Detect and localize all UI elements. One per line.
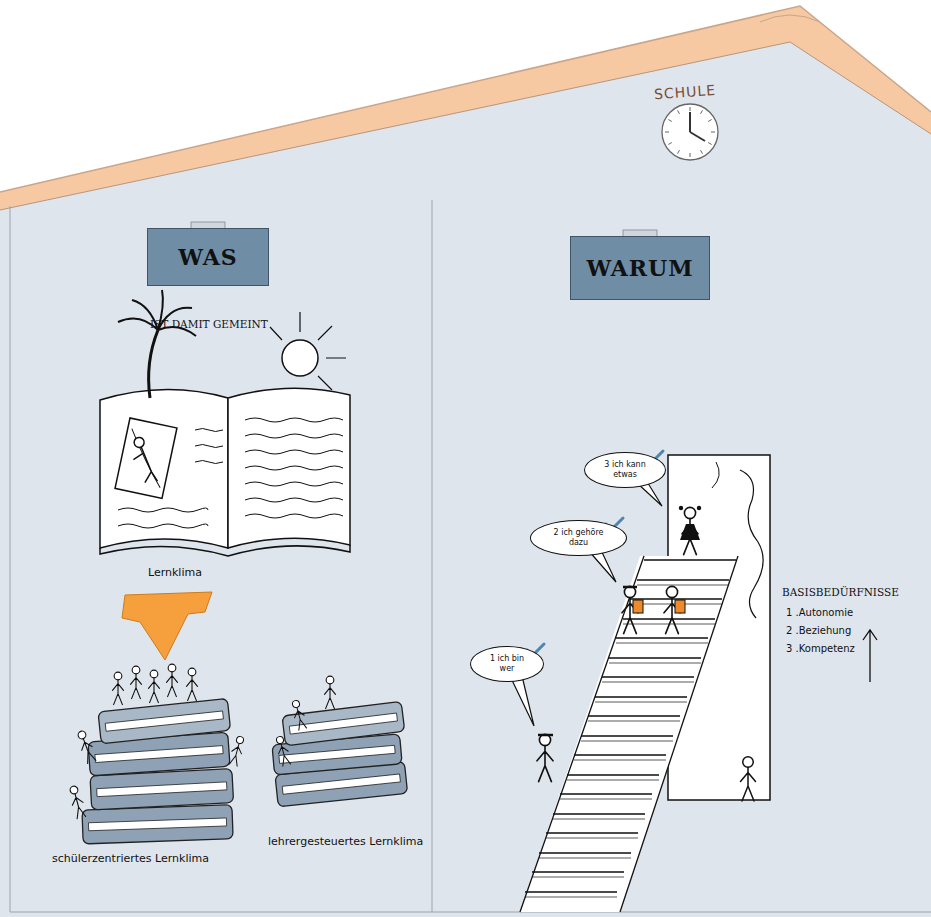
student-centred-book-stack — [95, 746, 223, 763]
climbing-figures — [149, 670, 160, 702]
climbing-figures — [68, 664, 336, 819]
holiday-book — [282, 340, 318, 376]
staircase — [520, 556, 738, 912]
school-building — [0, 6, 931, 917]
holiday-book — [115, 418, 177, 498]
caption-label: Lernklima — [148, 566, 202, 579]
staircase — [620, 556, 738, 912]
bubble-tails — [510, 676, 534, 726]
teacher-led-book-stack — [279, 745, 395, 763]
down-arrow — [122, 592, 212, 660]
student-centred-book-stack — [88, 818, 226, 831]
staircase — [520, 556, 738, 912]
student-centred-book-stack — [82, 698, 234, 844]
holiday-book — [100, 290, 350, 556]
list-item: 2 .Beziehung — [786, 625, 851, 636]
school-building — [0, 42, 931, 210]
student-centred-book-stack — [97, 782, 227, 797]
clock — [662, 104, 718, 160]
up-arrow — [863, 630, 877, 682]
student-centred-book-stack — [82, 805, 233, 844]
down-arrow — [122, 592, 212, 660]
school-building — [432, 200, 433, 912]
building-name: SCHULE — [654, 82, 717, 102]
stair-figures — [675, 600, 685, 613]
clock — [689, 112, 691, 132]
school-building — [760, 15, 820, 22]
caption-label: lehrergesteuertes Lernklima — [268, 835, 423, 848]
holiday-book — [129, 446, 163, 485]
stair-figures — [679, 506, 683, 510]
staircase — [525, 585, 729, 897]
holiday-book — [228, 388, 350, 548]
stair-figures — [741, 757, 756, 801]
up-arrow — [863, 630, 877, 682]
student-centred-book-stack — [98, 698, 231, 743]
speech-bubble: 3 ich kann etwas — [584, 452, 666, 488]
bubble-text: 2 ich gehöre dazu — [548, 528, 610, 547]
climbing-figures — [68, 785, 87, 819]
holiday-book — [115, 418, 177, 498]
teacher-led-book-stack — [282, 701, 405, 745]
teacher-led-book-stack — [289, 713, 397, 734]
climbing-figures — [290, 699, 307, 730]
climbing-figures — [187, 668, 198, 700]
holiday-book — [270, 312, 346, 390]
caption-label: schülerzentriertes Lernklima — [52, 852, 209, 865]
stair-figures — [680, 524, 700, 540]
teacher-led-book-stack — [272, 701, 408, 806]
stair-figures — [537, 734, 553, 781]
teacher-led-book-stack — [282, 701, 405, 745]
sign-title: WAS — [178, 244, 237, 270]
holiday-book — [121, 429, 171, 488]
climbing-figures — [76, 730, 97, 764]
clock — [690, 132, 705, 141]
staircase — [525, 560, 736, 892]
teacher-led-book-stack — [282, 774, 400, 794]
clock — [665, 107, 715, 157]
bubble-text: 1 ich bin wer — [484, 654, 530, 673]
list-heading: BASISBEDÜRFNISSE — [782, 586, 899, 598]
student-centred-book-stack — [98, 698, 231, 743]
stair-figures — [623, 586, 637, 589]
stair-figures — [697, 506, 701, 510]
list-item: 1 .Autonomie — [786, 607, 853, 618]
climbing-figures — [228, 735, 245, 766]
stair-figures — [538, 734, 553, 737]
clock — [662, 104, 718, 160]
holiday-book — [100, 389, 228, 548]
climbing-figures — [131, 666, 142, 698]
school-building — [0, 6, 931, 192]
school-building — [0, 6, 931, 210]
holiday-book — [149, 330, 158, 398]
speech-bubble: 1 ich bin wer — [470, 646, 544, 682]
school-building — [10, 206, 11, 912]
holiday-book — [245, 418, 343, 518]
bubble-text: 3 ich kann etwas — [599, 460, 651, 479]
school-building — [10, 912, 931, 913]
title-sign: WARUM — [570, 236, 710, 300]
climbing-figures — [325, 676, 336, 708]
title-sign: WAS — [147, 228, 269, 286]
climbing-figures — [113, 672, 124, 704]
door-block — [740, 470, 763, 618]
list-item: 3 .Kompetenz — [786, 643, 855, 654]
staircase — [520, 556, 644, 912]
student-centred-book-stack — [82, 805, 233, 844]
climbing-figures — [167, 664, 178, 696]
bubble-tails — [510, 480, 662, 726]
climbing-figures — [274, 735, 291, 766]
holiday-book — [100, 545, 350, 556]
stair-figures — [633, 600, 643, 613]
door-block — [712, 462, 719, 488]
speech-bubble: 2 ich gehöre dazu — [530, 520, 627, 556]
holiday-book — [133, 436, 145, 448]
subtitle: IST DAMIT GEMEINT — [150, 318, 268, 330]
student-centred-book-stack — [105, 711, 223, 731]
sign-title: WARUM — [586, 255, 693, 281]
